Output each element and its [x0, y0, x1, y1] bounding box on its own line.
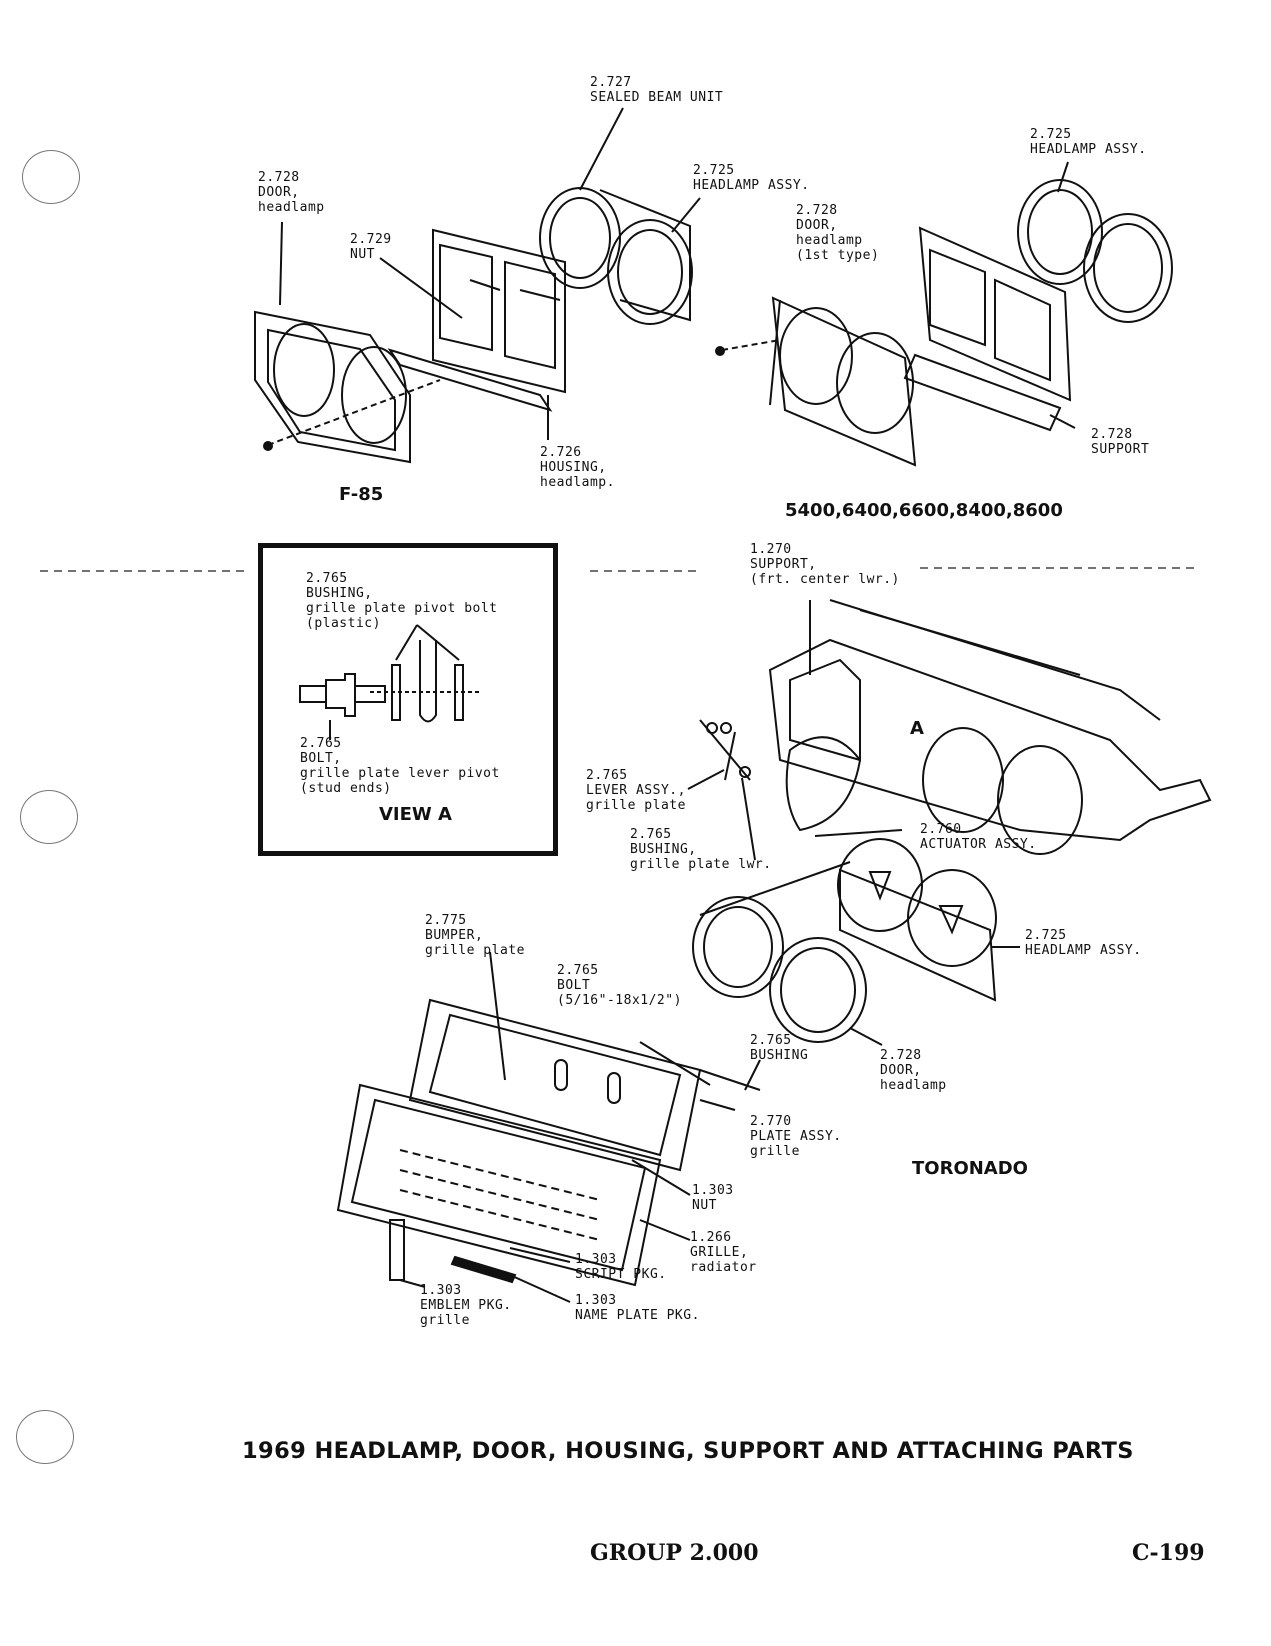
toro-grille-drawing — [336, 1083, 662, 1287]
callout-toro-bolt: 2.765 BOLT (5/16"-18x1/2") — [557, 963, 682, 1008]
callout-big-door: 2.728 DOOR, headlamp (1st type) — [796, 203, 880, 263]
toro-grille-plate-drawing — [408, 998, 761, 1172]
callout-toro-bumper: 2.775 BUMPER, grille plate — [425, 913, 525, 958]
callout-toro-name-plate: 1.303 NAME PLATE PKG. — [575, 1293, 700, 1323]
callout-big-support: 2.728 SUPPORT — [1091, 427, 1150, 457]
punch-hole-middle — [20, 790, 78, 844]
marker-a: A — [910, 718, 924, 739]
callout-toro-nut: 1.303 NUT — [692, 1183, 734, 1213]
f85-housing-drawing — [387, 228, 566, 412]
big-door-drawing — [769, 296, 917, 467]
section-label-toronado: TORONADO — [912, 1158, 1028, 1179]
toro-door-drawing — [692, 861, 867, 1043]
callout-toro-grille: 1.266 GRILLE, radiator — [690, 1230, 757, 1275]
page-title: 1969 HEADLAMP, DOOR, HOUSING, SUPPORT AN… — [242, 1438, 1134, 1464]
callout-f85-door: 2.728 DOOR, headlamp — [258, 170, 325, 215]
toro-nameplate-drawing — [450, 1255, 517, 1284]
callout-toro-plate: 2.770 PLATE ASSY. grille — [750, 1114, 842, 1159]
f85-door-drawing — [254, 310, 411, 464]
callout-toro-support: 1.270 SUPPORT, (frt. center lwr.) — [750, 542, 900, 587]
section-label-f85: F-85 — [339, 484, 384, 505]
punch-hole-top — [22, 150, 80, 204]
view-a-title: VIEW A — [379, 804, 452, 825]
callout-big-headlamp-assy: 2.725 HEADLAMP ASSY. — [1030, 127, 1147, 157]
callout-toro-lever: 2.765 LEVER ASSY., grille plate — [586, 768, 686, 813]
view-a-frame — [258, 543, 558, 856]
callout-f85-nut: 2.729 NUT — [350, 232, 392, 262]
callout-toro-headlamp-assy: 2.725 HEADLAMP ASSY. — [1025, 928, 1142, 958]
callout-toro-door: 2.728 DOOR, headlamp — [880, 1048, 947, 1093]
toro-support-drawing — [768, 599, 1212, 855]
callout-toro-emblem: 1.303 EMBLEM PKG. grille — [420, 1283, 512, 1328]
page-number: C-199 — [1132, 1540, 1205, 1566]
toro-headlamp-drawing — [837, 838, 997, 1002]
callout-view-bushing: 2.765 BUSHING, grille plate pivot bolt (… — [306, 571, 498, 631]
toro-lever-drawing — [699, 719, 751, 781]
view-a-drawing — [299, 624, 480, 740]
callout-f85-headlamp-assy: 2.725 HEADLAMP ASSY. — [693, 163, 810, 193]
callout-sealed-beam: 2.727 SEALED BEAM UNIT — [590, 75, 724, 105]
toro-emblem-drawing — [389, 1219, 405, 1281]
group-label: GROUP 2.000 — [590, 1540, 759, 1566]
callout-view-bolt: 2.765 BOLT, grille plate lever pivot (st… — [300, 736, 500, 796]
f85-sealed-beam-drawing — [539, 187, 693, 325]
callout-toro-bushing: 2.765 BUSHING — [750, 1033, 809, 1063]
callout-toro-actuator: 2.760 ACTUATOR ASSY. — [920, 822, 1037, 852]
section-label-big-models: 5400,6400,6600,8400,8600 — [785, 500, 1063, 521]
big-support-drawing — [903, 226, 1072, 432]
callout-toro-script: 1.303 SCRIPT PKG. — [575, 1252, 667, 1282]
big-headlamp-drawing — [1017, 179, 1173, 323]
callout-f85-housing: 2.726 HOUSING, headlamp. — [540, 445, 615, 490]
callout-toro-bushing-lwr: 2.765 BUSHING, grille plate lwr. — [630, 827, 772, 872]
punch-hole-bottom — [16, 1410, 74, 1464]
